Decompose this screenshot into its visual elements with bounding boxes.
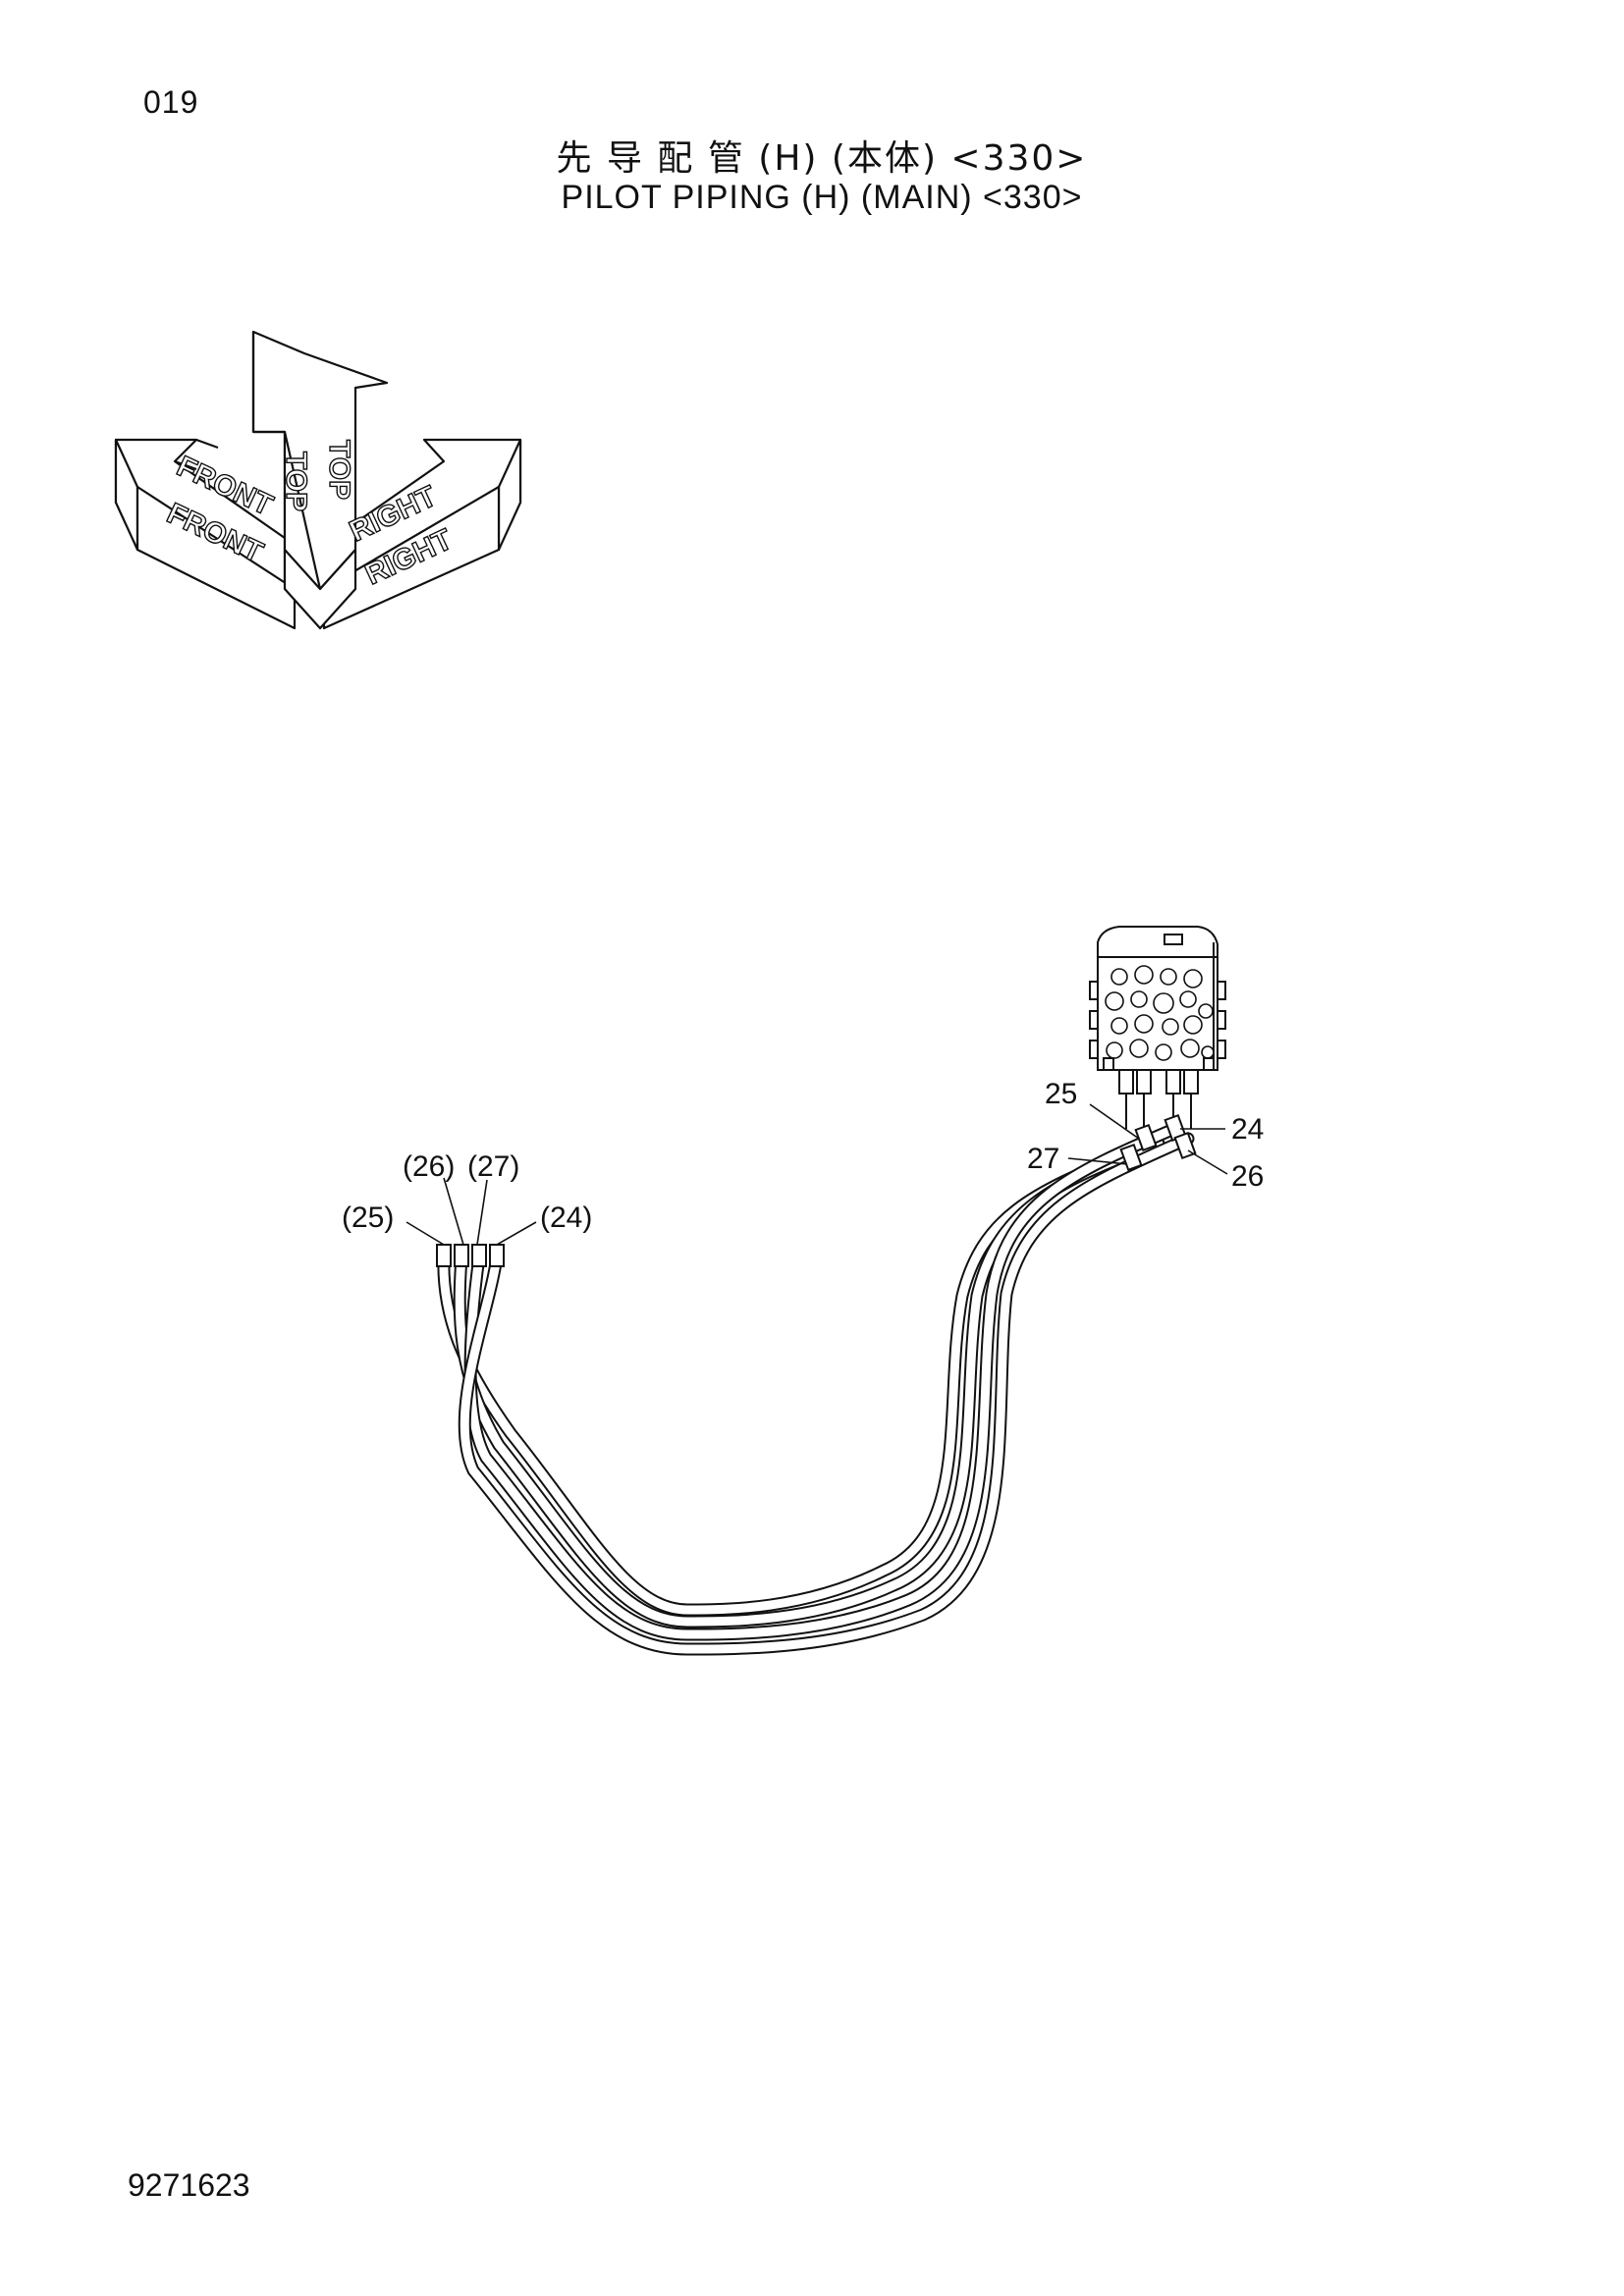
title-english: PILOT PIPING (H) (MAIN) <330> — [561, 179, 1083, 216]
title-chinese: 先 导 配 管 (H) (本体) <330> — [556, 138, 1088, 179]
callout-p24: (24) — [540, 1201, 592, 1234]
callout-p27: (27) — [467, 1150, 519, 1183]
leader-lines — [406, 1103, 1228, 1246]
callout-26: 26 — [1231, 1160, 1264, 1193]
callout-p26: (26) — [403, 1150, 455, 1183]
callout-p25: (25) — [342, 1201, 394, 1234]
document-number: 9271623 — [128, 2167, 250, 2203]
right-arrow — [322, 438, 522, 630]
callout-27: 27 — [1027, 1143, 1059, 1175]
front-arrow — [114, 438, 297, 630]
callout-24: 24 — [1231, 1113, 1264, 1146]
hose-bundle — [437, 1122, 1195, 1656]
top-label-back: TOP — [280, 452, 312, 511]
pilot-valve-block — [1089, 926, 1226, 1148]
orientation-indicator — [114, 330, 522, 630]
free-end-fittings — [436, 1244, 505, 1267]
top-label: TOP — [323, 440, 355, 500]
callout-25: 25 — [1045, 1078, 1077, 1110]
page-number: 019 — [143, 84, 199, 120]
